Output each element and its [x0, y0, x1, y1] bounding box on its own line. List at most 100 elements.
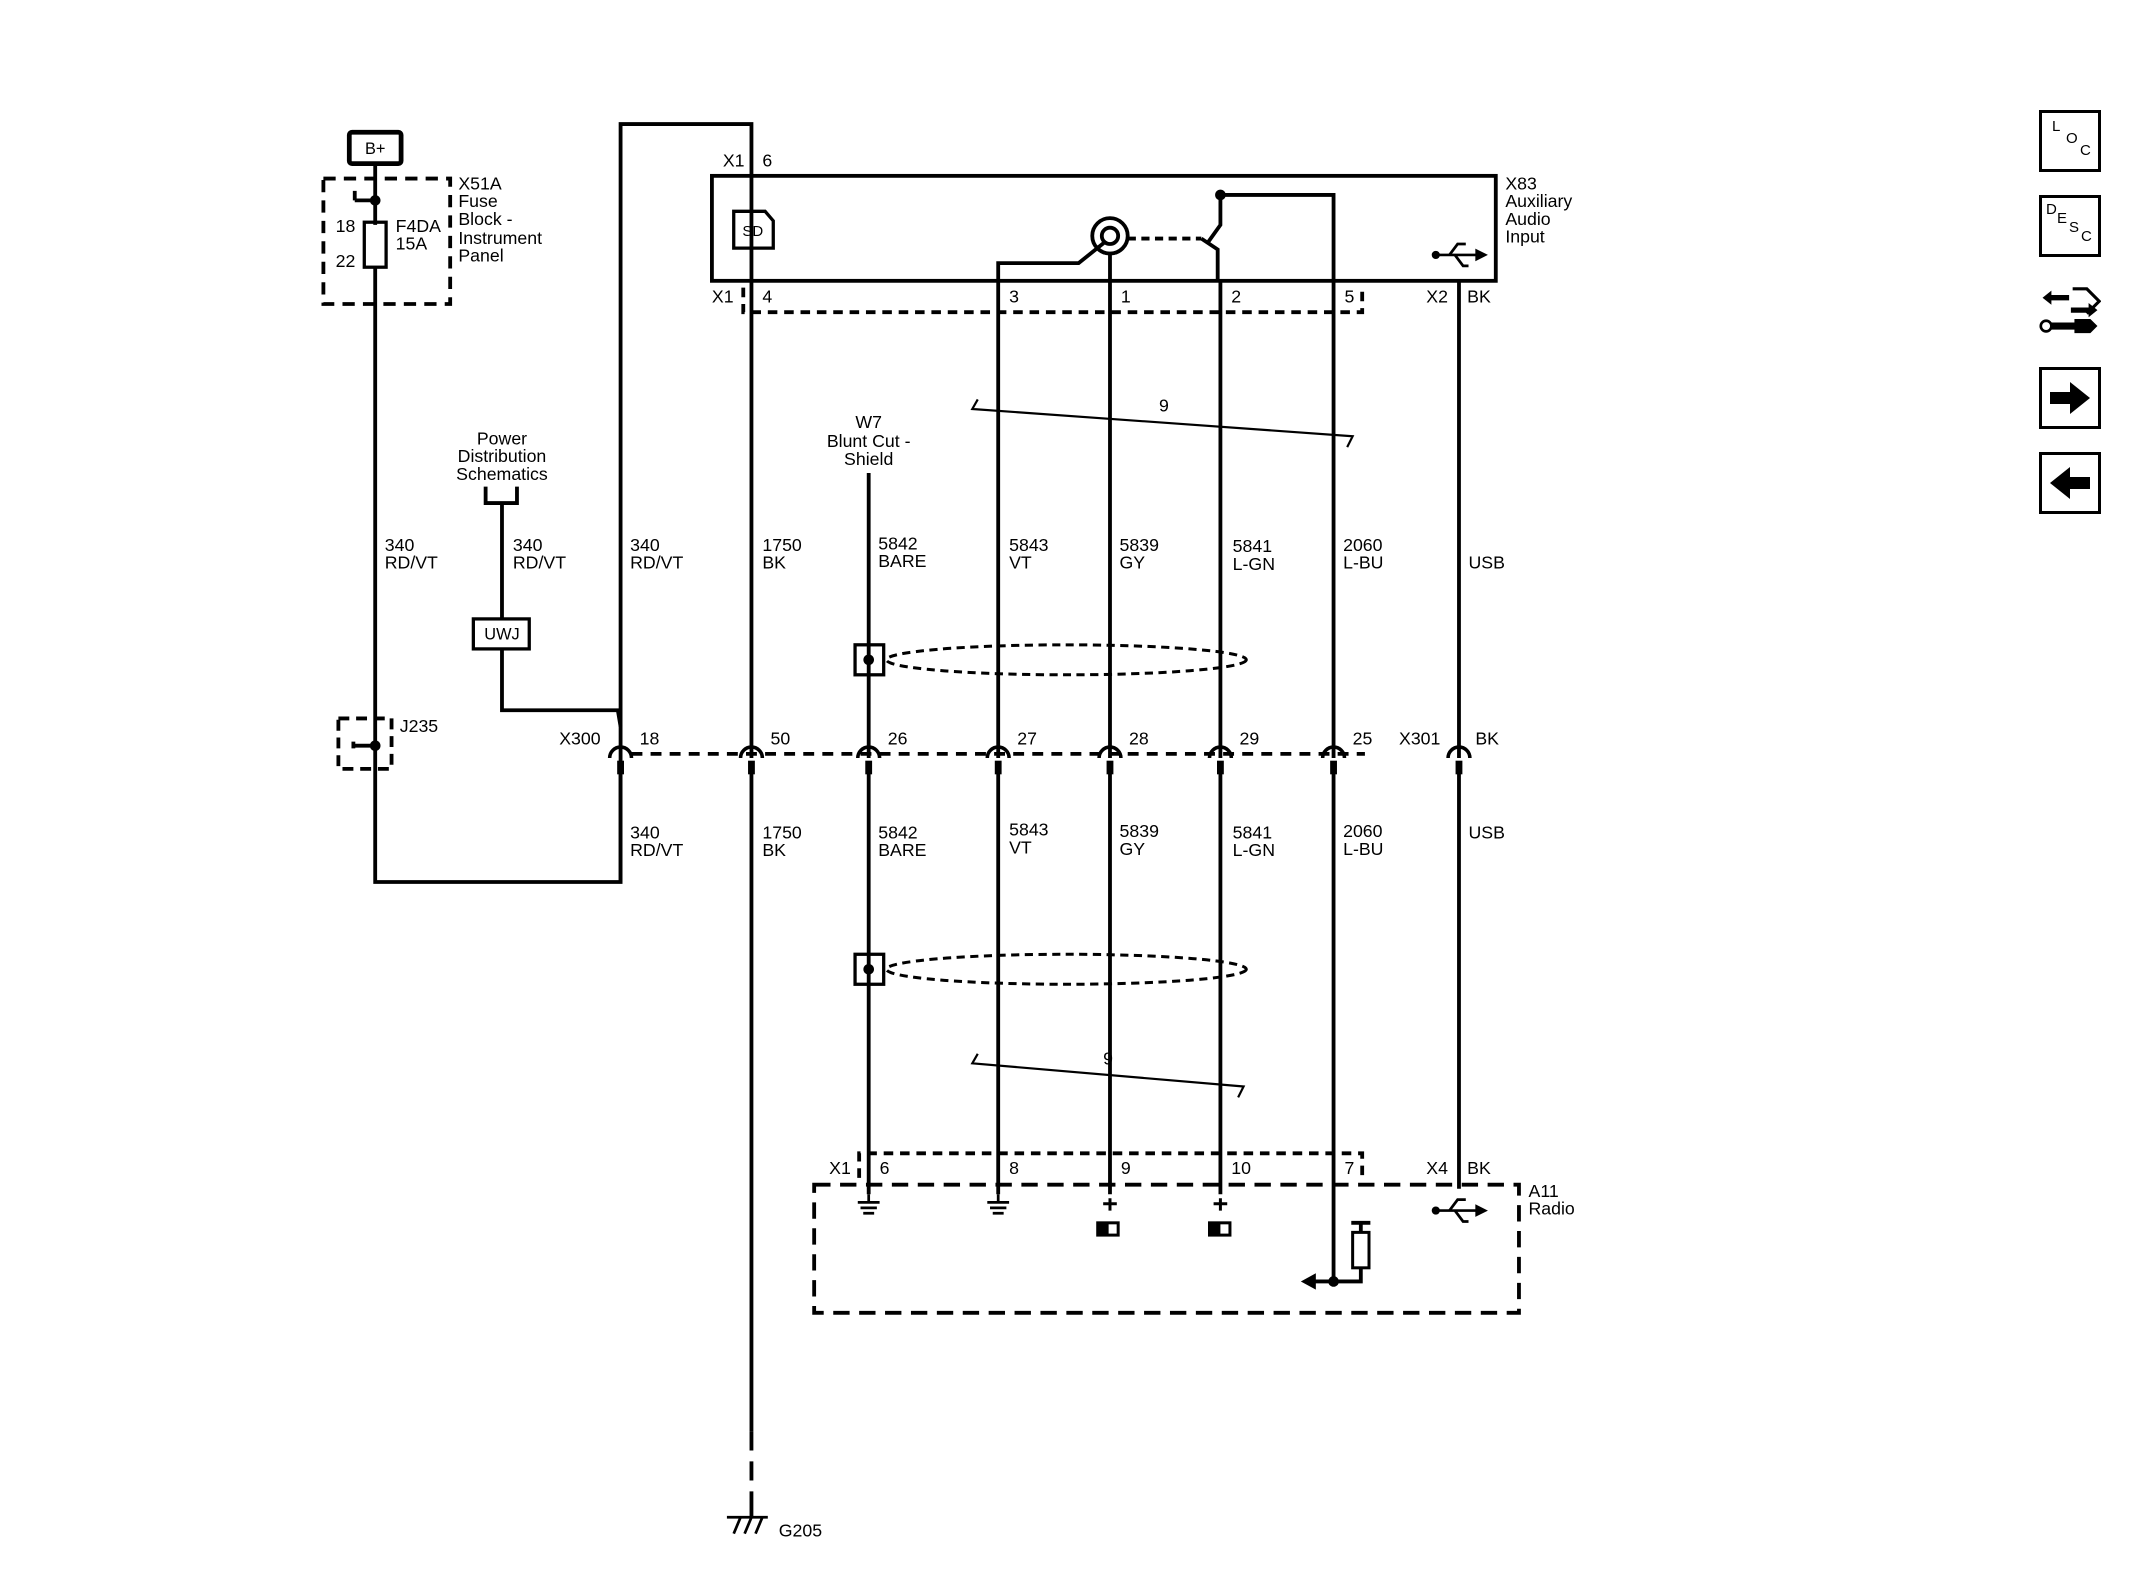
shield-line-2: Blunt Cut -: [827, 431, 911, 451]
x300-label: X300: [559, 728, 601, 748]
x300-pin-w340: 18: [640, 728, 660, 748]
wire-circuit-upper-w5842: 5842: [878, 533, 917, 553]
radio-ground-6: [857, 1194, 880, 1215]
desc-letter-s: S: [2069, 219, 2080, 236]
shield-line-1: W7: [855, 412, 882, 432]
next-button[interactable]: [2039, 367, 2101, 429]
wire-color-lower-w5843: VT: [1009, 837, 1032, 857]
wire-circuit-lower-w5843: 5843: [1009, 820, 1049, 840]
inline-pin-stub-w340: [617, 760, 624, 775]
connector-view-button[interactable]: [2039, 280, 2101, 342]
x301-label: X301: [1399, 728, 1440, 748]
location-button[interactable]: L O C: [2039, 110, 2101, 172]
x300-pin-w5839: 28: [1129, 728, 1149, 748]
wire-color-upper-w5839: GY: [1120, 552, 1146, 572]
shield-drain-upper: [853, 643, 886, 677]
radio-connector: X1: [829, 1158, 851, 1178]
inline-pin-stub-wusb: [1455, 760, 1463, 775]
x83-pin-w5839: 1: [1121, 287, 1131, 307]
x83-pin-w1750: 4: [762, 287, 772, 307]
battery-symbol: [346, 129, 404, 166]
fuse-rating: 15A: [396, 233, 428, 253]
wire-340-circuit-lower: 340: [630, 822, 660, 842]
x300-pin-w2060: 25: [1353, 728, 1373, 748]
inline-pin-arc-wusb: [1446, 745, 1472, 759]
power-dist-line-3: Schematics: [456, 464, 548, 484]
inline-pin-stub-w5842: [865, 760, 873, 775]
radio-pin-w2060: 7: [1344, 1158, 1354, 1178]
power-dist-color: RD/VT: [513, 552, 566, 572]
radio-usb-connector-color: BK: [1467, 1158, 1491, 1178]
usb-icon-x83: [1431, 242, 1488, 268]
x300-pin-w5843: 27: [1017, 728, 1037, 748]
inline-pin-arc-w2060: [1320, 745, 1347, 759]
wire-circuit-upper-w5843: 5843: [1009, 535, 1049, 555]
fuse-block-desc-4: Panel: [458, 246, 503, 266]
loc-letter-c: C: [2080, 142, 2091, 159]
wire-340-circuit-upper: 340: [630, 535, 660, 555]
x83-usb-connector: X2: [1426, 287, 1448, 307]
wire-circuit-lower-w5841: 5841: [1233, 822, 1272, 842]
x83-top-connector: X1: [723, 150, 745, 170]
x83-name: X83: [1505, 173, 1537, 193]
fuse-block-box: [321, 176, 453, 306]
arrow-left-icon: [2050, 467, 2090, 499]
uwj-label: UWJ: [484, 625, 519, 643]
desc-letter-d: D: [2046, 201, 2057, 218]
splice-j235-box: [336, 716, 394, 771]
usb-icon-radio: [1431, 1198, 1488, 1223]
wire-color-lower-w1750: BK: [762, 840, 786, 860]
wire-circuit-upper-w5839: 5839: [1120, 535, 1160, 555]
wire-color-upper-w5841: L-GN: [1233, 554, 1275, 574]
wire-color-upper-w2060: L-BU: [1343, 552, 1383, 572]
x83-desc-1: Auxiliary: [1505, 191, 1572, 211]
radio-pin-w5843: 8: [1009, 1158, 1019, 1178]
wire-color-upper-w5842: BARE: [878, 551, 926, 571]
wire-color-lower-w5839: GY: [1120, 839, 1146, 859]
inline-pin-arc-w340: [607, 745, 634, 759]
inline-pin-stub-w5841: [1217, 760, 1224, 775]
x83-desc-3: Input: [1505, 227, 1544, 247]
desc-letter-c: C: [2081, 228, 2092, 245]
inline-pin-arc-w1750: [738, 745, 765, 759]
x83-top-pin: 6: [762, 150, 772, 170]
fuse-block-desc-2: Block -: [458, 209, 512, 229]
x83-pin-w5841: 2: [1231, 287, 1241, 307]
radio-name: A11: [1529, 1181, 1559, 1201]
inline-pin-arc-w5842: [856, 745, 882, 759]
x83-bottom-connector: X1: [712, 287, 734, 307]
wire-color-lower-wusb: USB: [1469, 822, 1505, 842]
radio-pin-w5841: 10: [1231, 1158, 1251, 1178]
wire-340-color-lower: RD/VT: [630, 840, 683, 860]
loc-letter-o: O: [2066, 130, 2078, 147]
connector-wrench-icon: [2039, 287, 2101, 334]
x83-pin-w2060: 5: [1344, 287, 1354, 307]
x83-box: [710, 173, 1498, 283]
twist-count-upper: 9: [1159, 396, 1169, 416]
wire-color-lower-w5841: L-GN: [1233, 840, 1275, 860]
previous-button[interactable]: [2039, 452, 2101, 514]
wire-color-upper-wusb: USB: [1469, 552, 1505, 572]
splice-j235-label: J235: [400, 716, 439, 736]
inline-pin-arc-w5841: [1207, 745, 1234, 759]
power-dist-line-1: Power: [477, 428, 527, 448]
sd-card-symbol: [732, 209, 775, 250]
shield-line-3: Shield: [844, 449, 893, 469]
sd-label: SD: [742, 223, 763, 240]
x301-color: BK: [1475, 728, 1499, 748]
inline-pin-stub-w2060: [1330, 760, 1337, 775]
description-button[interactable]: D E S C: [2039, 195, 2101, 257]
loc-letter-l: L: [2052, 118, 2061, 135]
wire-circuit-upper-w1750: 1750: [762, 535, 802, 555]
wire-circuit-lower-w5842: 5842: [878, 822, 917, 842]
twist-count-lower: 9: [1103, 1049, 1113, 1069]
shield-drain-lower: [853, 952, 886, 986]
fuse-pin-out: 22: [336, 251, 356, 271]
wire-color-lower-w5842: BARE: [878, 840, 926, 860]
wire-circuit-lower-w5839: 5839: [1120, 821, 1160, 841]
x83-usb-connector-color: BK: [1467, 287, 1491, 307]
wire-circuit-lower-w1750: 1750: [762, 822, 802, 842]
x300-pin-w5842: 26: [888, 728, 908, 748]
inline-pin-stub-w1750: [748, 760, 755, 775]
